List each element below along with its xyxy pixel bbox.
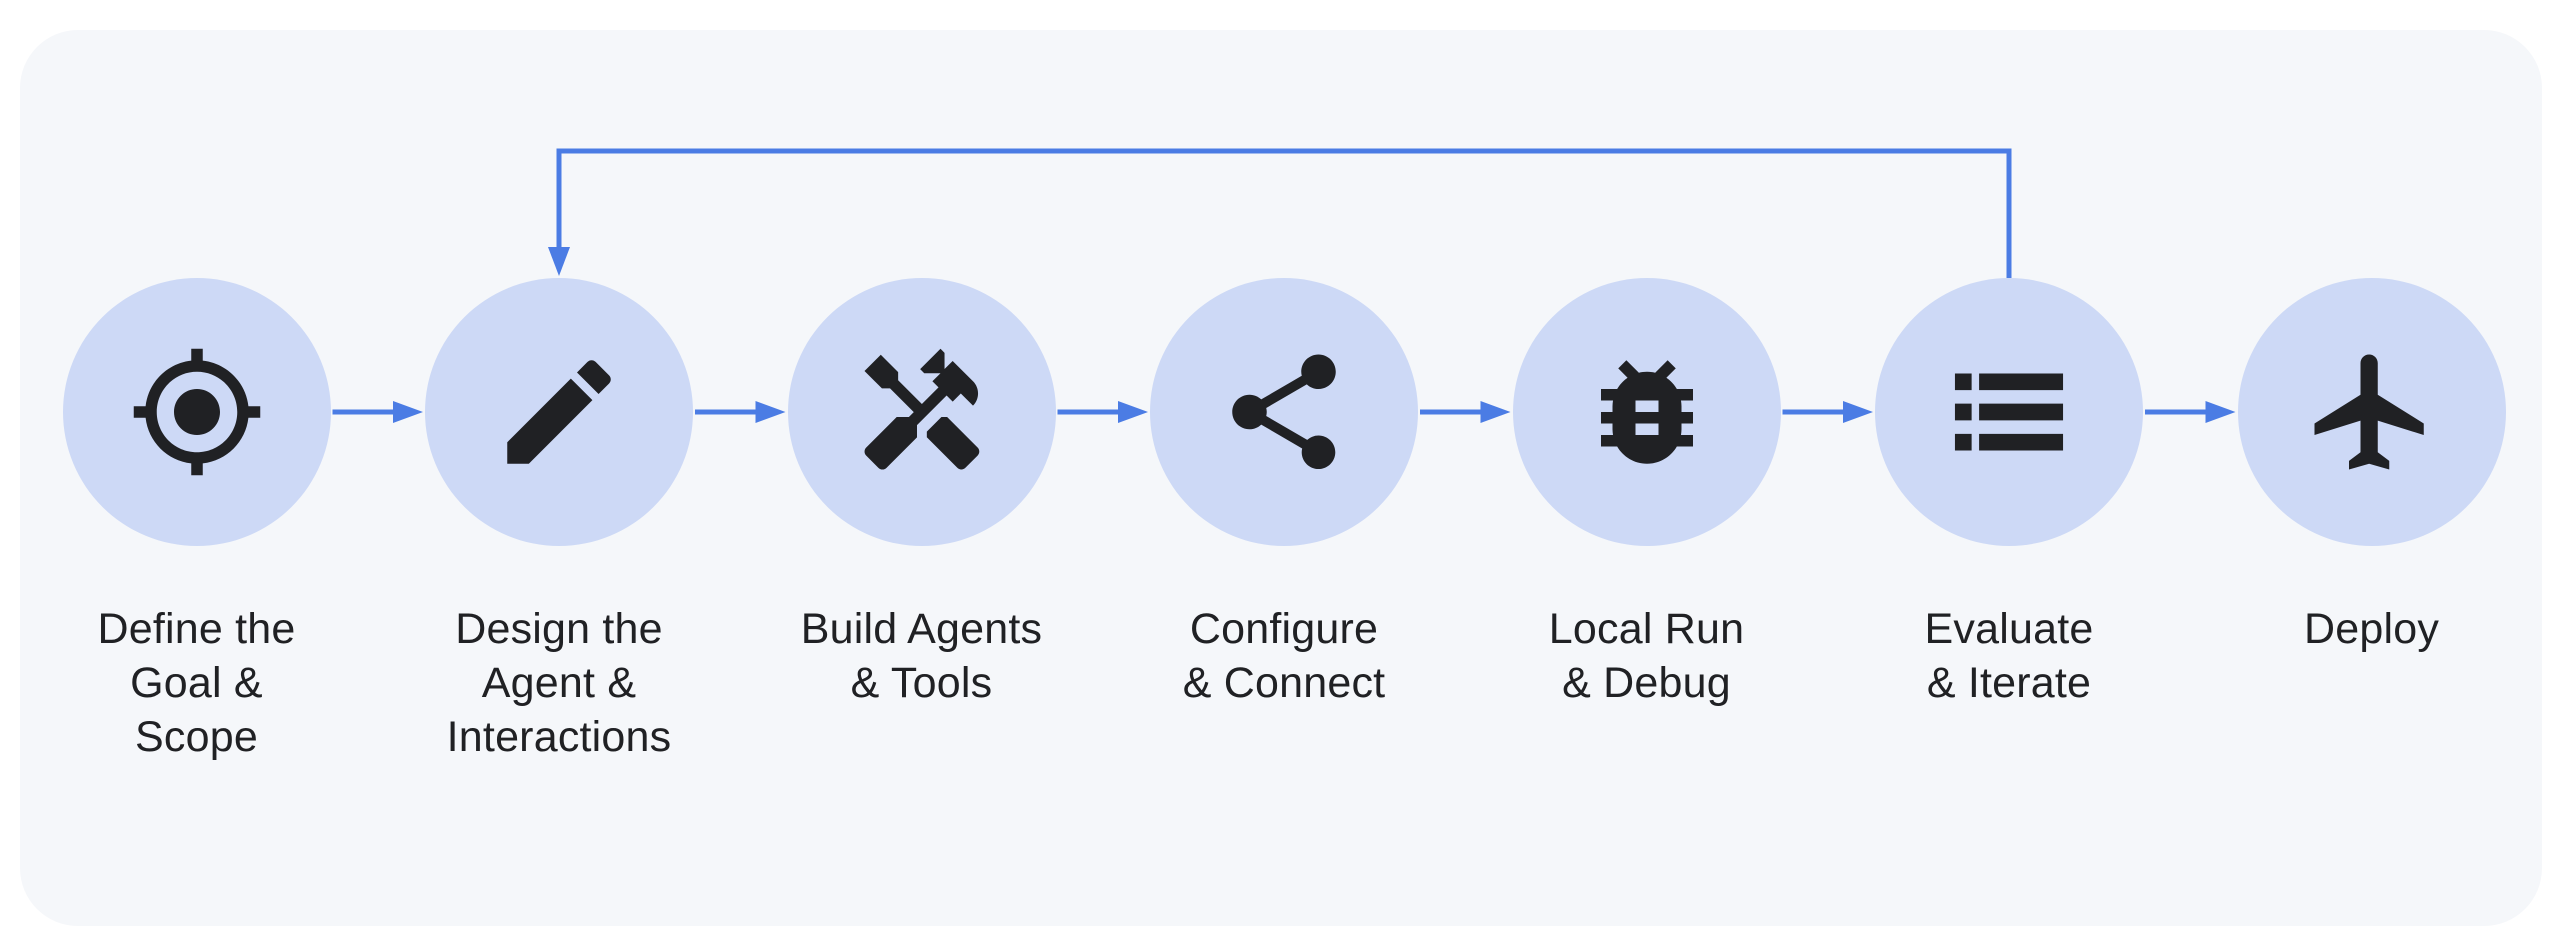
list-icon <box>1954 373 2064 451</box>
step-label: Evaluate & Iterate <box>1924 605 2094 707</box>
target-icon <box>133 348 260 476</box>
step-circle <box>1150 278 1418 546</box>
pencil-icon <box>507 360 611 464</box>
workflow-step-build-agents-tools: Build Agents & Tools <box>762 278 1082 710</box>
step-label: Design the Agent & Interactions <box>446 605 672 761</box>
workflow-step-configure-connect: Configure & Connect <box>1124 278 1444 710</box>
step-circle <box>1875 278 2143 546</box>
step-circle <box>2237 278 2506 546</box>
bug-icon <box>1600 360 1693 464</box>
step-circle <box>62 278 331 546</box>
workflow-step-define-goal-scope: Define the Goal & Scope <box>37 278 357 764</box>
step-label: Configure & Connect <box>1182 605 1386 707</box>
workflow-step-local-run-debug: Local Run & Debug <box>1487 278 1807 710</box>
hammer-wrench-icon <box>864 348 979 470</box>
workflow-step-design-agent-interactions: Design the Agent & Interactions <box>399 278 719 764</box>
step-circle <box>1512 278 1781 546</box>
workflow-step-evaluate-iterate: Evaluate & Iterate <box>1849 278 2169 710</box>
step-label: Define the Goal & Scope <box>97 605 296 761</box>
workflow-step-deploy: Deploy <box>2212 278 2532 656</box>
step-circle <box>425 278 693 546</box>
airplane-icon <box>2314 354 2424 470</box>
share-icon <box>1232 354 1336 470</box>
step-label: Deploy <box>2303 605 2440 653</box>
step-label: Local Run & Debug <box>1548 605 1745 707</box>
step-label: Build Agents & Tools <box>800 605 1043 707</box>
step-circle <box>787 278 1056 546</box>
